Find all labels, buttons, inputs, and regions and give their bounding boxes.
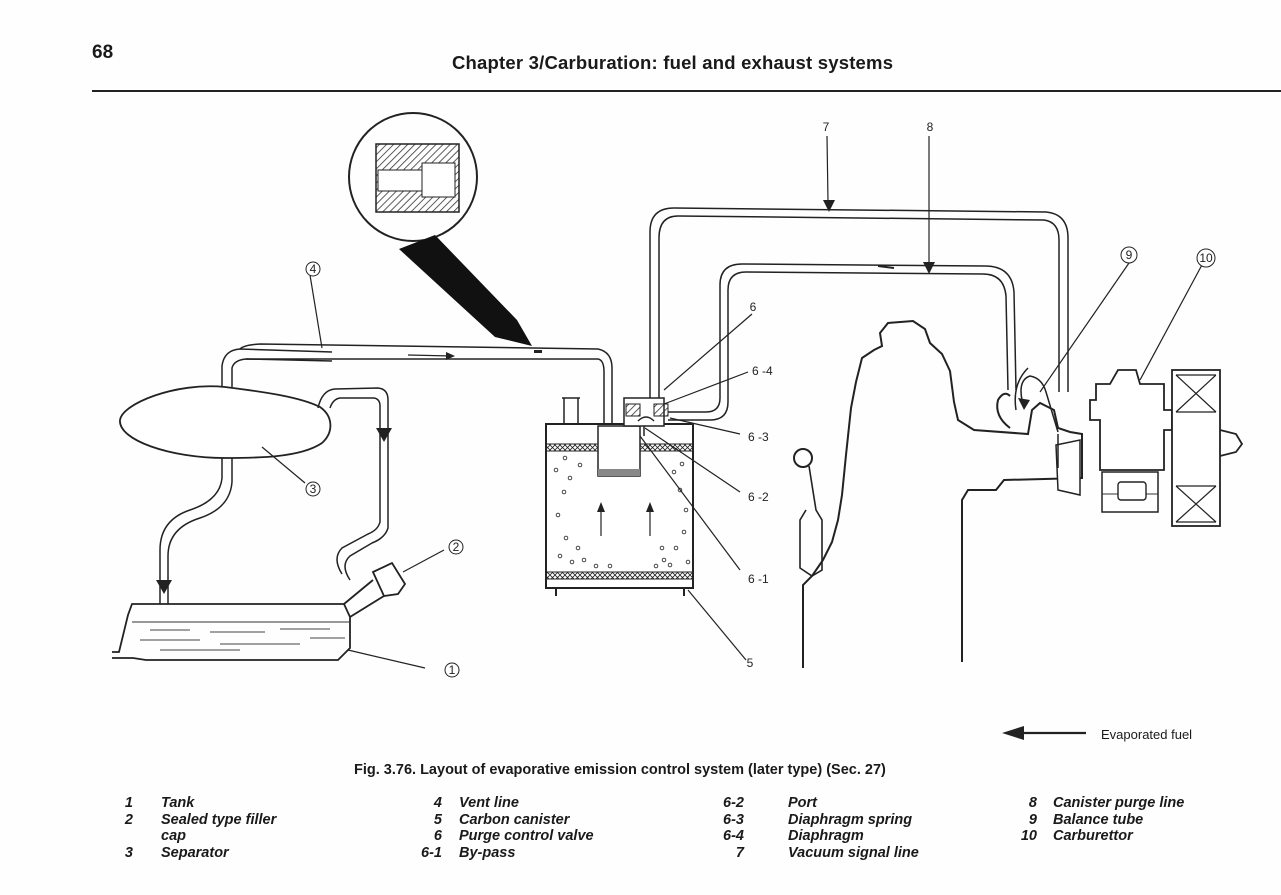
callout-circle-3 (305, 481, 321, 497)
callout-6-3: 6 -3 (748, 430, 769, 444)
key-item: 6-4 Diaphragm (716, 828, 919, 845)
carbon-canister (545, 397, 694, 596)
detail-magnifier (348, 112, 532, 346)
purge-control-valve (623, 397, 669, 436)
key-number: 6-1 (421, 844, 442, 861)
key-label: Separator (161, 844, 229, 861)
key-number: 2 (124, 811, 133, 828)
chapter-title: Chapter 3/Carburation: fuel and exhaust … (452, 52, 894, 73)
key-item: 7 Vacuum signal line (716, 845, 919, 862)
key-item: 6-1 By-pass (418, 845, 594, 862)
key-item: 5 Carbon canister (418, 812, 594, 829)
key-number: 9 (1028, 811, 1037, 828)
callout-6-4: 6 -4 (752, 364, 773, 378)
tank (112, 603, 351, 661)
key-item: 6-2 Port (716, 795, 919, 812)
key-label: Sealed type filler (161, 811, 277, 828)
key-label: Canister purge line (1053, 795, 1185, 811)
page-number: 68 (92, 42, 114, 63)
key-label: Carbon canister (459, 811, 570, 828)
key-number: 7 (735, 844, 744, 861)
key-number: 8 (1028, 795, 1037, 811)
callout-labels: 1 2 3 4 5 6 6 -4 6 -3 6 -2 6 -1 7 8 9 10 (310, 120, 1213, 677)
key-item: 9 Balance tube (1003, 812, 1184, 829)
separator (119, 348, 392, 604)
key-number: 6-2 (723, 795, 744, 811)
key-number: 4 (433, 795, 442, 811)
key-label: By-pass (459, 844, 516, 861)
figure-caption: Fig. 3.76. Layout of evaporative emissio… (354, 762, 886, 778)
callout-9: 9 (1126, 248, 1133, 262)
key-item: cap (103, 828, 276, 845)
callout-circles (305, 246, 1216, 678)
key-number: 6-4 (723, 828, 744, 844)
key-item: 2 Sealed type filler (103, 812, 276, 829)
callout-circle-4 (305, 261, 321, 277)
callout-6-2: 6 -2 (748, 490, 769, 504)
key-label: Tank (161, 795, 195, 811)
filler-neck (343, 561, 407, 618)
key-label: Vacuum signal line (788, 844, 919, 861)
callout-circle-9 (1120, 246, 1138, 264)
key-number: 6-3 (723, 811, 744, 828)
vacuum-signal-line (649, 200, 1069, 398)
key-number: 3 (124, 844, 133, 861)
callout-7: 7 (823, 120, 830, 134)
callout-5: 5 (747, 656, 754, 670)
key-item: 10 Carburettor (1003, 828, 1184, 845)
key-label: Purge control valve (459, 828, 594, 844)
callout-leaders (261, 135, 1204, 669)
engine-sensor (793, 448, 823, 577)
key-item: 4 Vent line (418, 795, 594, 812)
callout-circle-10 (1196, 248, 1216, 268)
key-label: Vent line (459, 795, 519, 811)
key-item: 6 Purge control valve (418, 828, 594, 845)
legend-text: Evaporated fuel (1101, 727, 1193, 742)
legend-arrow (1002, 726, 1086, 740)
vent-line (239, 343, 613, 426)
key-number (103, 828, 133, 845)
callout-circle-2 (448, 539, 464, 555)
key-item: 8 Canister purge line (1003, 795, 1184, 812)
key-label: cap (161, 828, 186, 844)
key-label: Balance tube (1053, 811, 1144, 828)
key-label: Port (788, 795, 817, 811)
key-column-1: 1 Tank 2 Sealed type filler cap 3 Separator (103, 795, 276, 861)
key-item: 6-3 Diaphragm spring (716, 812, 919, 829)
key-number: 5 (433, 811, 442, 828)
engine-block (802, 319, 1083, 668)
callout-3: 3 (310, 482, 317, 496)
key-item: 1 Tank (103, 795, 276, 812)
carburettor (1057, 369, 1244, 527)
key-label: Diaphragm (788, 828, 864, 844)
callout-1: 1 (449, 663, 456, 677)
callout-8: 8 (927, 120, 934, 134)
balance-tube (1014, 367, 1059, 433)
header-rule (92, 90, 1281, 92)
callout-6-1: 6 -1 (748, 572, 769, 586)
key-column-4: 8 Canister purge line 9 Balance tube 10 Car… (1003, 795, 1184, 845)
key-number: 1 (124, 795, 133, 811)
key-label: Diaphragm spring (788, 811, 913, 828)
callout-6: 6 (750, 300, 757, 314)
key-label: Carburettor (1053, 828, 1133, 844)
key-number: 6 (433, 828, 442, 844)
key-item: 3 Separator (103, 845, 276, 862)
key-number: 10 (1020, 828, 1037, 844)
key-column-3: 6-2 Port 6-3 Diaphragm spring 6-4 Diaphragm… (716, 795, 919, 861)
callout-circle-1 (444, 662, 460, 678)
callout-10: 10 (1199, 251, 1213, 265)
canister-purge-line (668, 262, 1017, 421)
callout-4: 4 (310, 262, 317, 276)
callout-2: 2 (453, 540, 460, 554)
key-column-2: 4 Vent line 5 Carbon canister 6 Purge contr… (418, 795, 594, 861)
